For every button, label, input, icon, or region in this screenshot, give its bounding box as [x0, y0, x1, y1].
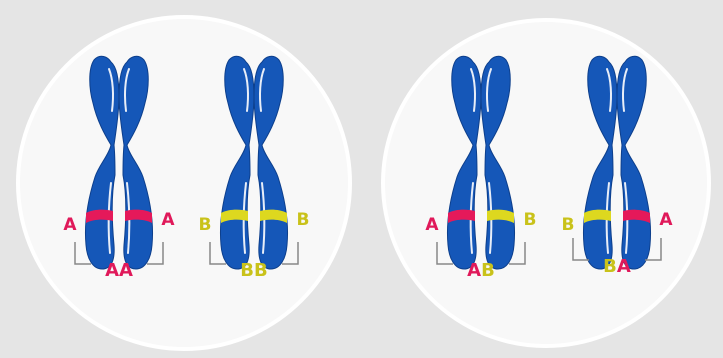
pair-BA-right-label: A [659, 210, 673, 230]
pair-AB-genotype-label: AB [467, 260, 495, 281]
pair-AB-right-label: B [524, 210, 537, 230]
pair-AA-genotype-label: AA [105, 260, 133, 281]
pair-BB-right-label: B [297, 210, 310, 230]
pair-AA-genotype-letter-0: A [105, 260, 119, 281]
pair-BA-genotype-letter-1: A [617, 256, 631, 277]
pair-AA-genotype-letter-1: A [119, 260, 133, 281]
pair-BB-genotype-label: BB [240, 260, 267, 281]
cell-2-disc [383, 20, 709, 346]
pair-AA-left-label: A [63, 215, 77, 235]
pair-AB-genotype-letter-1: B [481, 260, 495, 281]
pair-AB-left-label: A [425, 215, 439, 235]
pair-BB-left-label: B [199, 215, 212, 235]
cell-1-disc [18, 17, 350, 349]
pair-BA-genotype-label: BA [603, 256, 631, 277]
pair-BB-genotype-letter-1: B [254, 260, 268, 281]
pair-AB-genotype-letter-0: A [467, 260, 481, 281]
pair-BA-left-label: B [562, 215, 575, 235]
pair-BA-genotype-letter-0: B [603, 256, 617, 277]
pair-AA-right-label: A [161, 210, 175, 230]
pair-BB-genotype-letter-0: B [240, 260, 254, 281]
